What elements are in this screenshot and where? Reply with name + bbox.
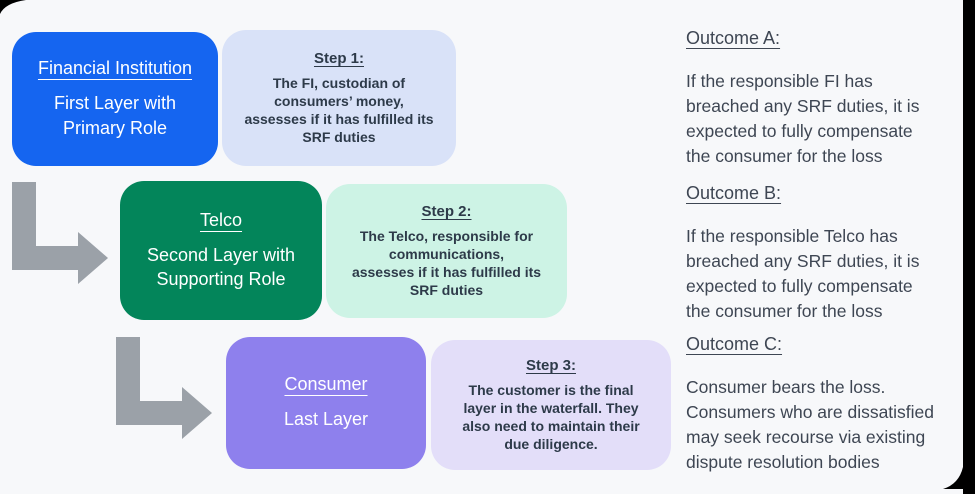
consumer-layer-title: Consumer (284, 374, 368, 395)
telco-layer-subtitle: Second Layer with Supporting Role (146, 244, 296, 289)
elbow-right-arrow-icon-1 (12, 182, 112, 286)
consumer-layer-subtitle: Last Layer (283, 409, 369, 430)
telco-layer-title: Telco (199, 209, 243, 230)
outcome-c-body: Consumer bears the loss. Consumers who a… (686, 377, 935, 472)
outcome-b-body: If the responsible Telco has breached an… (686, 226, 920, 321)
outcome-a-body: If the responsible FI has breached any S… (686, 71, 920, 166)
fi-layer-box: Financial Institution First Layer with P… (12, 32, 218, 166)
telco-layer-box: Telco Second Layer with Supporting Role (120, 181, 322, 320)
consumer-layer-box: Consumer Last Layer (226, 337, 426, 469)
outcome-b-title: Outcome B: (686, 183, 782, 203)
outcome-a-section: Outcome A: If the responsible FI has bre… (686, 28, 966, 168)
step-1-body: The FI, custodian of consumers’ money, a… (244, 74, 434, 146)
step-1-title: Step 1: (313, 49, 364, 67)
step-2-title: Step 2: (421, 202, 472, 220)
step-3-title: Step 3: (525, 356, 576, 374)
outcome-c-section: Outcome C: Consumer bears the loss. Cons… (686, 334, 975, 474)
frame-right-bar (963, 0, 975, 494)
step-2-box: Step 2: The Telco, responsible for commu… (326, 184, 567, 318)
outcome-c-title: Outcome C: (686, 334, 783, 354)
step-3-body: The customer is the final layer in the w… (462, 381, 640, 453)
frame-corner-top-left (0, 0, 26, 19)
step-3-box: Step 3: The customer is the final layer … (431, 340, 671, 470)
fi-layer-title: Financial Institution (37, 58, 193, 79)
step-2-body: The Telco, responsible for communication… (351, 227, 542, 299)
fi-layer-subtitle: First Layer with Primary Role (53, 93, 177, 138)
step-1-box: Step 1: The FI, custodian of consumers’ … (222, 30, 456, 166)
elbow-right-arrow-icon-2 (116, 337, 216, 441)
outcome-b-section: Outcome B: If the responsible Telco has … (686, 183, 966, 323)
outcome-a-title: Outcome A: (686, 28, 781, 48)
frame-corner-bottom-right (943, 467, 963, 494)
